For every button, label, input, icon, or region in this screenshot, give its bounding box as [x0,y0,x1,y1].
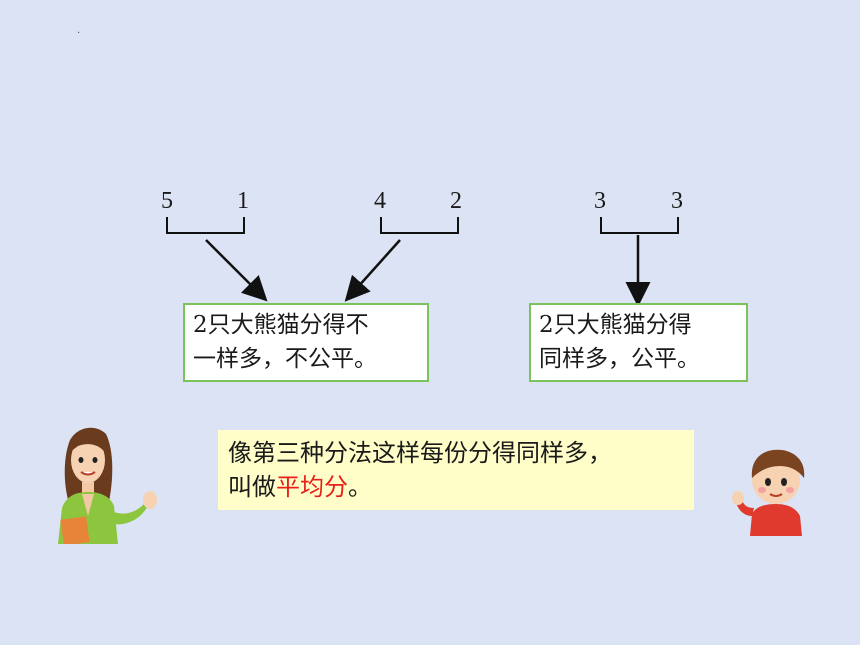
group2-left-number: 4 [374,188,386,214]
group3-right-number: 3 [671,188,683,214]
unfair-line1: 2只大熊猫分得不 [193,312,369,338]
fair-line2: 同样多，公平。 [539,346,700,372]
teacher-figure-icon [58,427,157,544]
arrow-group1 [205,239,268,302]
group1-right-number: 1 [237,188,249,214]
note-suffix: 。 [348,473,372,501]
note-highlight: 平均分 [276,473,348,501]
note-line1: 像第三种分法这样每份分得同样多， [228,439,612,467]
unfair-line2: 一样多，不公平。 [193,346,377,372]
fair-box: 2只大熊猫分得 同样多，公平。 [529,303,748,382]
note-line2: 叫做平均分。 [228,470,684,504]
unfair-box: 2只大熊猫分得不 一样多，不公平。 [183,303,429,382]
bracket-group2 [380,217,459,234]
note-prefix: 叫做 [228,473,276,501]
boy-figure-icon [732,449,805,536]
group2-right-number: 2 [450,188,462,214]
group3-left-number: 3 [594,188,606,214]
bracket-group3 [600,217,679,234]
dot-mark: · [77,28,81,39]
fair-line1: 2只大熊猫分得 [539,312,692,338]
group1-left-number: 5 [161,188,173,214]
arrow-group2 [344,239,401,302]
bracket-group1 [166,217,245,234]
definition-note: 像第三种分法这样每份分得同样多， 叫做平均分。 [218,430,694,510]
